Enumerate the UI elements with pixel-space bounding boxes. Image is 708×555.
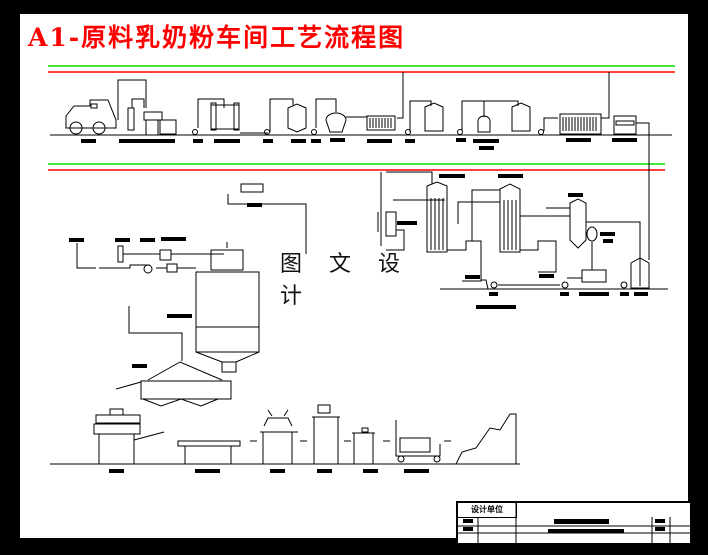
pipe <box>117 79 147 120</box>
air-heater-system <box>76 243 224 274</box>
sealing-machine <box>300 404 340 464</box>
conveyor <box>177 440 241 464</box>
fluid-bed-cooler <box>115 306 232 407</box>
packing-machine <box>344 427 375 464</box>
drawing-title: A1-原料乳奶粉车间工艺流程图 <box>28 23 406 52</box>
filter-tank <box>192 98 240 135</box>
evaporator-effect-2 <box>498 183 569 289</box>
warehouse <box>444 413 517 465</box>
spray-dryer <box>195 183 307 373</box>
standardization-tank <box>405 100 444 135</box>
weighing-tank <box>127 98 177 136</box>
homogenizer <box>457 100 519 135</box>
title-block-grid <box>458 503 690 543</box>
pallet-cart <box>383 420 441 463</box>
pipe <box>240 98 294 134</box>
separator <box>311 98 347 135</box>
concentrate-tank <box>620 257 650 289</box>
evaporator-condenser <box>377 171 445 251</box>
equipment-tag-labels <box>69 138 648 473</box>
title-block: 设计单位 <box>456 501 690 545</box>
watermark: 图 文 设 计 <box>280 252 430 309</box>
high-pressure-pump <box>567 226 607 283</box>
storage-tank-2 <box>511 102 544 135</box>
flash-cooler <box>520 198 641 286</box>
storage-tank-1 <box>264 103 307 135</box>
milk-truck <box>65 99 117 135</box>
pipe <box>457 189 500 241</box>
filling-machine <box>250 409 298 464</box>
balance-tank <box>613 115 650 260</box>
sieve-machine <box>93 408 165 464</box>
plate-heat-exchanger-1 <box>346 72 404 131</box>
plate-heat-exchanger-2 <box>543 72 610 135</box>
utility-pipes <box>48 65 675 171</box>
evaporator-effect-1 <box>426 181 498 290</box>
